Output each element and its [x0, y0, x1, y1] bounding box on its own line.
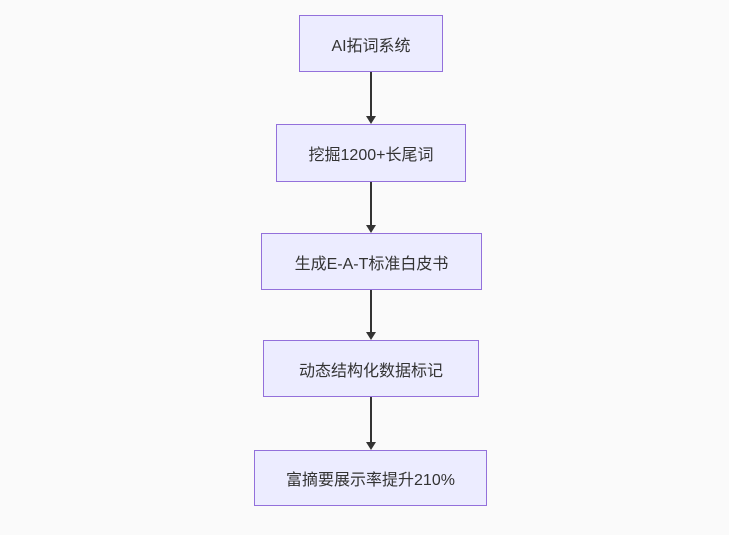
flow-node-rich-snippet-result: 富摘要展示率提升210% — [254, 450, 487, 506]
flow-edge-3 — [366, 290, 376, 340]
flow-edge-4 — [366, 397, 376, 450]
flow-node-label: 富摘要展示率提升210% — [286, 472, 455, 489]
flow-edge-2 — [366, 182, 376, 233]
arrow-line — [370, 397, 372, 442]
flow-node-label: 动态结构化数据标记 — [298, 362, 443, 380]
flow-node-label: 挖掘1200+长尾词 — [308, 147, 434, 164]
flow-node-label: 生成E-A-T标准白皮书 — [294, 255, 449, 273]
flow-node-ai-word-expansion: AI拓词系统 — [299, 15, 443, 72]
flow-node-structured-data-markup: 动态结构化数据标记 — [263, 340, 479, 397]
flow-node-longtail-mining: 挖掘1200+长尾词 — [276, 124, 466, 182]
arrow-line — [370, 72, 372, 116]
arrow-line — [370, 182, 372, 225]
arrowhead-down-icon — [366, 332, 376, 340]
arrowhead-down-icon — [366, 116, 376, 124]
arrow-line — [370, 290, 372, 332]
flow-edge-1 — [366, 72, 376, 124]
flow-node-eat-whitepaper: 生成E-A-T标准白皮书 — [261, 233, 482, 290]
flow-node-label: AI拓词系统 — [331, 37, 411, 55]
arrowhead-down-icon — [366, 442, 376, 450]
arrowhead-down-icon — [366, 225, 376, 233]
